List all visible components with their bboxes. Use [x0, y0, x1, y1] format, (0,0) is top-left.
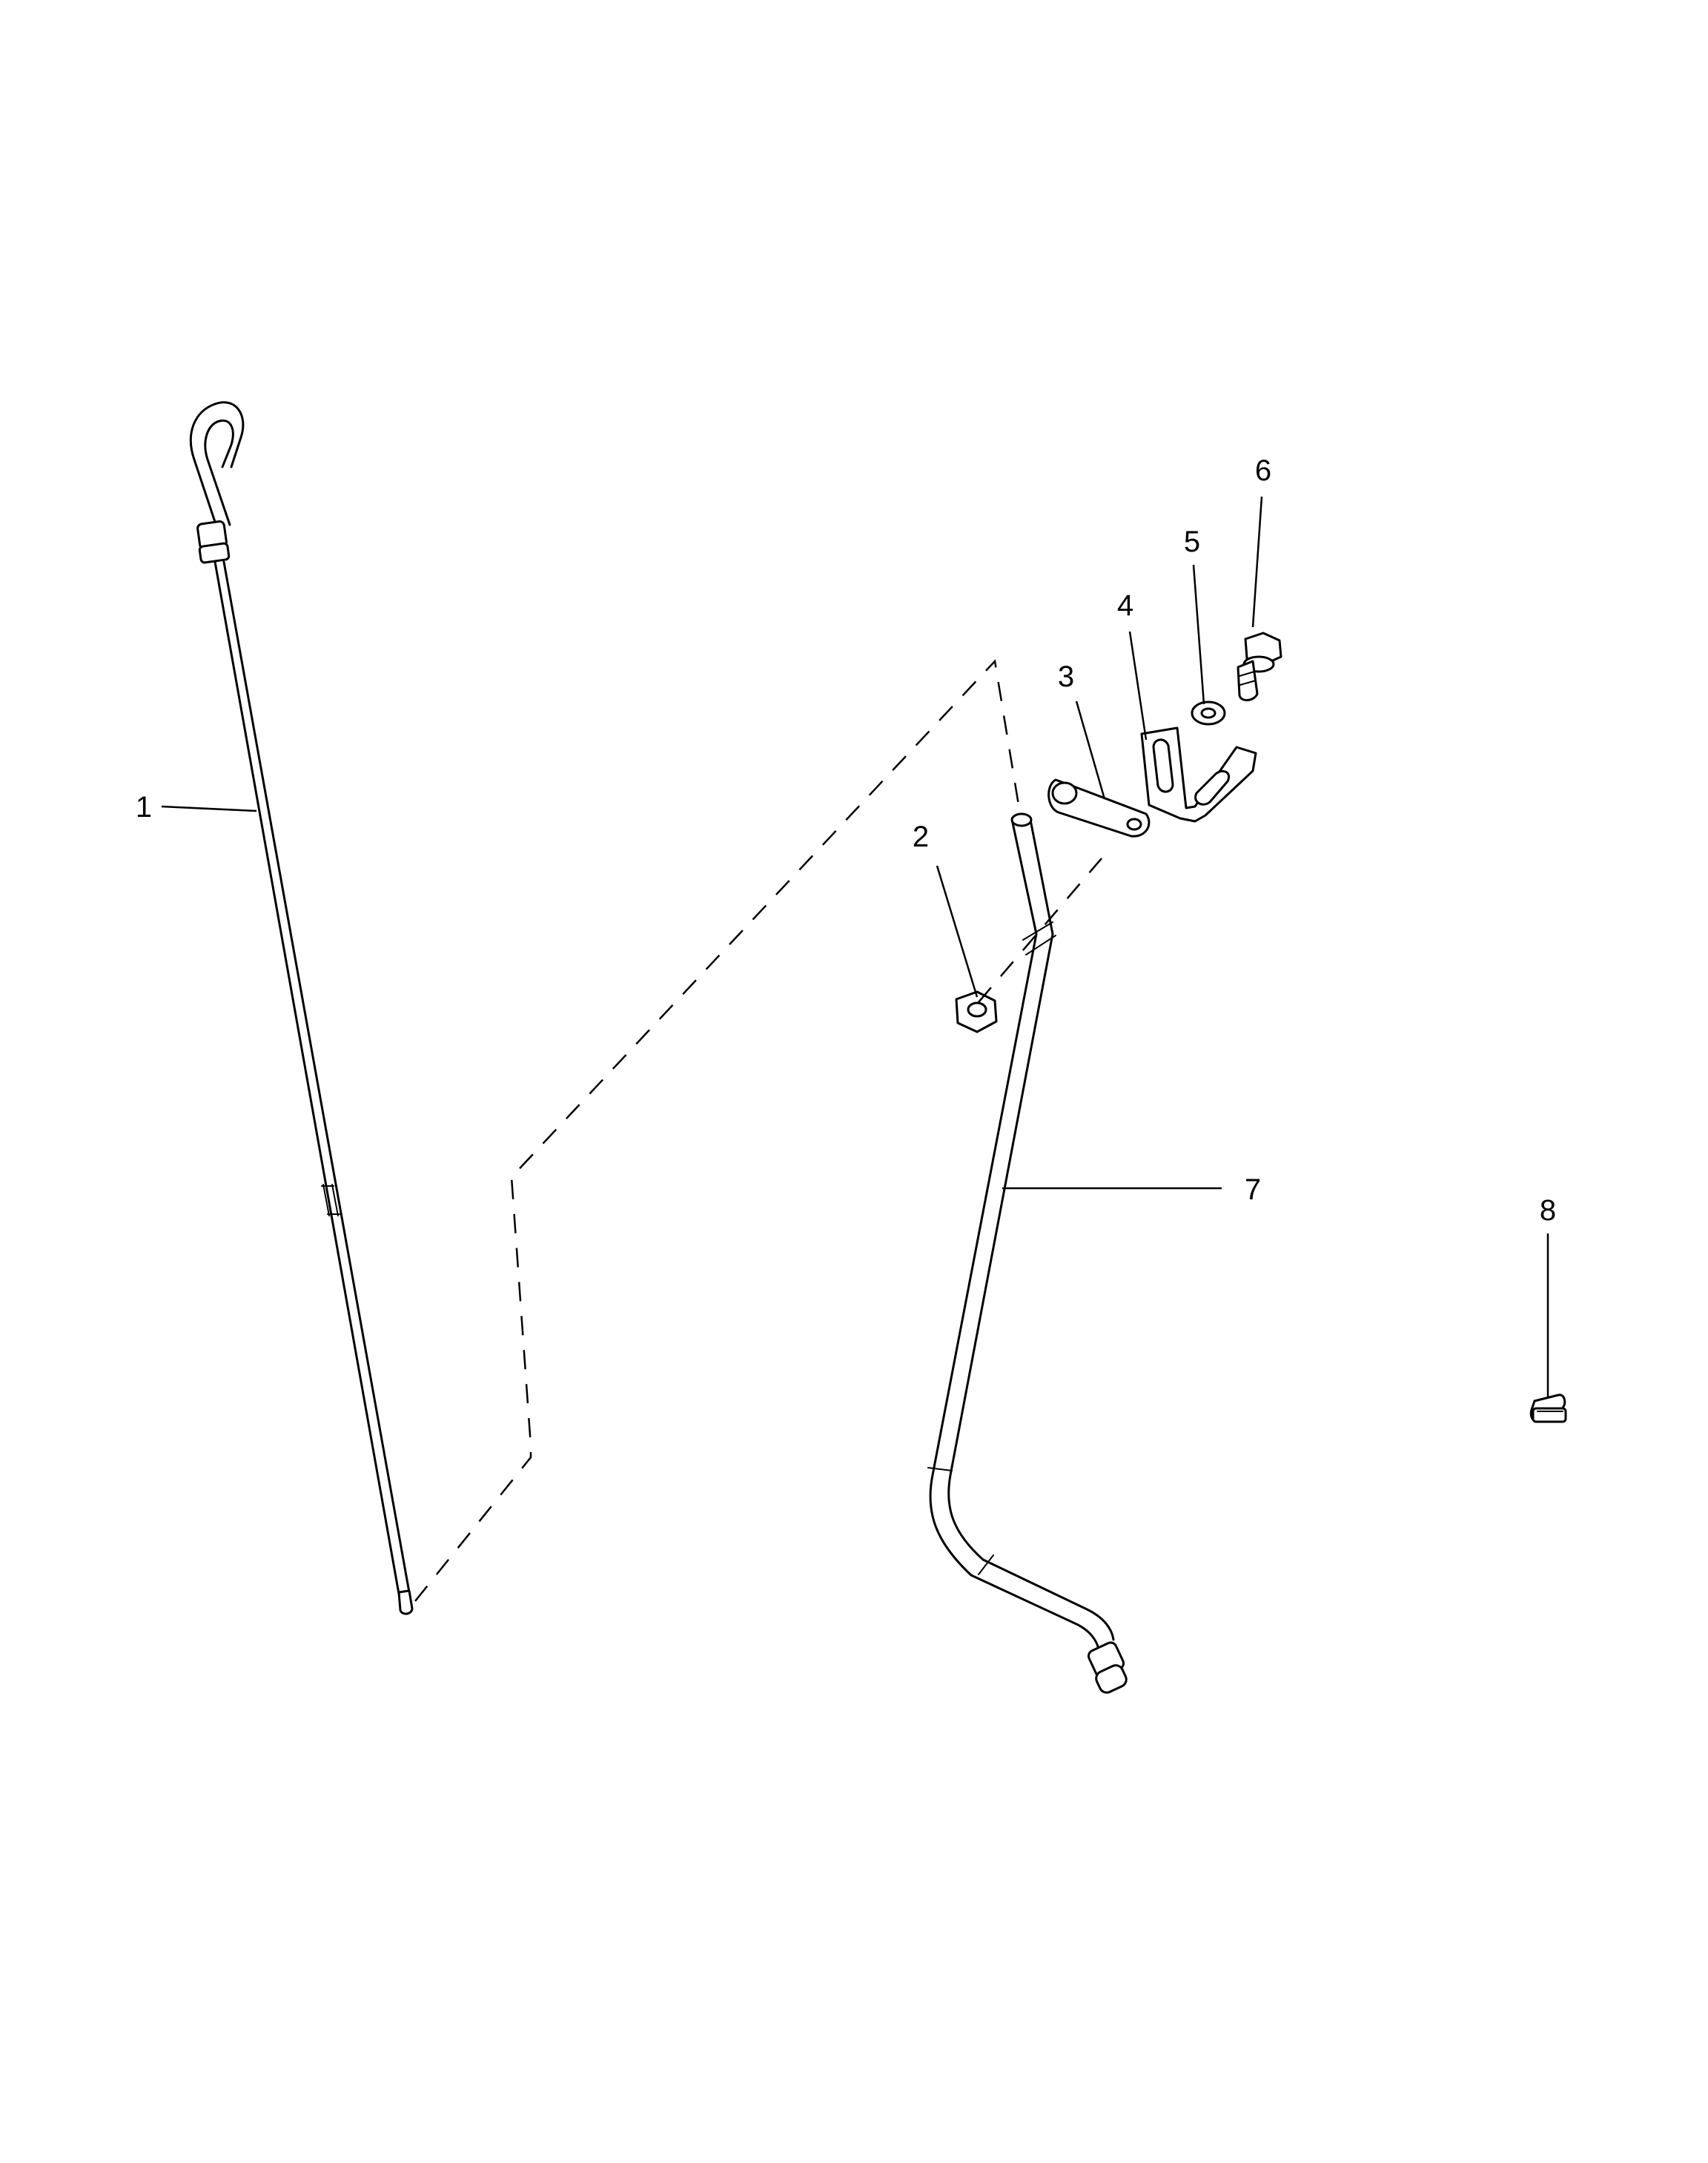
callout-3: 3: [1058, 660, 1074, 693]
callout-2: 2: [913, 821, 929, 853]
dipstick-tube: [927, 812, 1128, 1694]
callout-labels: 1 2 3 4 5 6 7 8: [136, 454, 1556, 1227]
callout-8: 8: [1540, 1194, 1556, 1227]
callout-7: 7: [1245, 1173, 1261, 1206]
washer: [1191, 700, 1226, 726]
mounting-bracket: [1140, 726, 1257, 823]
leader-lines: [161, 496, 1549, 1397]
callout-4: 4: [1117, 589, 1133, 622]
callout-6: 6: [1255, 454, 1271, 487]
assembly-dashed-lines: [414, 659, 1102, 1602]
tube-clip: [1047, 778, 1151, 838]
hex-nut: [955, 990, 998, 1033]
plug: [1529, 1394, 1567, 1423]
bolt: [1237, 632, 1282, 701]
dipstick: [189, 401, 414, 1615]
callout-1: 1: [136, 791, 152, 824]
callout-5: 5: [1184, 526, 1200, 558]
